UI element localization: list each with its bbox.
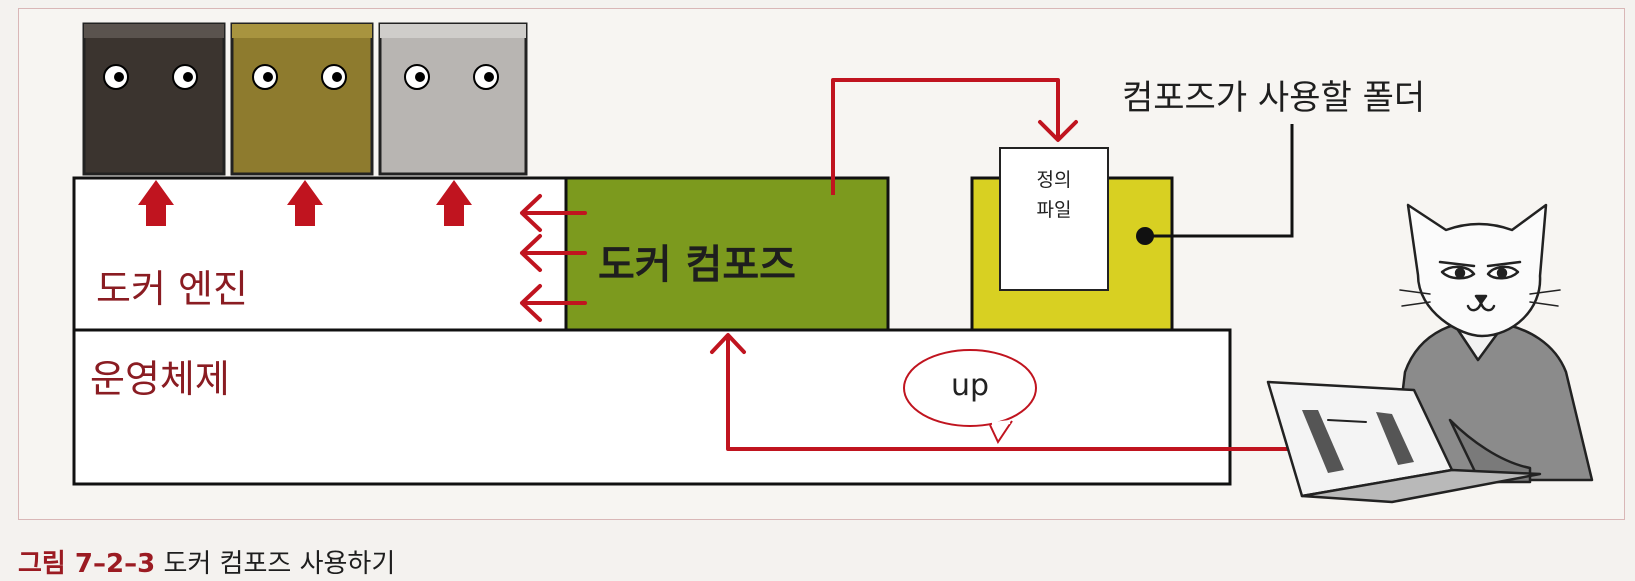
speech-bubble-icon: [903, 349, 1037, 445]
compose-folder-caption: 컴포즈가 사용할 폴더: [1122, 78, 1426, 118]
docker-compose-block: [564, 176, 890, 332]
figure-caption: 그림 7–2–3 도커 컴포즈 사용하기: [18, 543, 395, 580]
os-layer: [72, 328, 1232, 486]
read-definition-arrow: [831, 78, 1060, 195]
folder-pointer-line: [1145, 124, 1294, 238]
definition-file-label: 정의 파일: [1002, 165, 1106, 225]
eye-icon: [404, 64, 430, 90]
container-dark: [82, 22, 226, 176]
cat-illustration: [1266, 203, 1594, 504]
container-olive: [230, 22, 374, 176]
eye-icon: [321, 64, 347, 90]
eye-icon: [103, 64, 129, 90]
laptop-icon: [1266, 380, 1542, 504]
definition-file: [999, 147, 1109, 291]
definition-file-line1: 정의: [1036, 169, 1072, 191]
eye-icon: [252, 64, 278, 90]
docker-compose-label: 도커 컴포즈: [598, 242, 796, 288]
docker-engine-label: 도커 엔진: [96, 267, 248, 311]
operating-system-label: 운영체제: [90, 357, 230, 401]
definition-file-line2: 파일: [1036, 199, 1072, 221]
up-command-arrow: [726, 335, 1290, 451]
up-arrow-icon: [138, 180, 174, 226]
eye-icon: [473, 64, 499, 90]
left-arrow-icon: [520, 194, 587, 232]
up-arrow-icon: [436, 180, 472, 226]
left-arrow-icon: [520, 234, 587, 272]
figure-number: 그림 7–2–3: [18, 549, 156, 579]
eye-icon: [172, 64, 198, 90]
up-command-text: up: [950, 368, 990, 403]
up-arrow-icon: [287, 180, 323, 226]
container-gray: [378, 22, 528, 176]
figure-title: 도커 컴포즈 사용하기: [163, 549, 396, 579]
left-arrow-icon: [520, 284, 587, 322]
